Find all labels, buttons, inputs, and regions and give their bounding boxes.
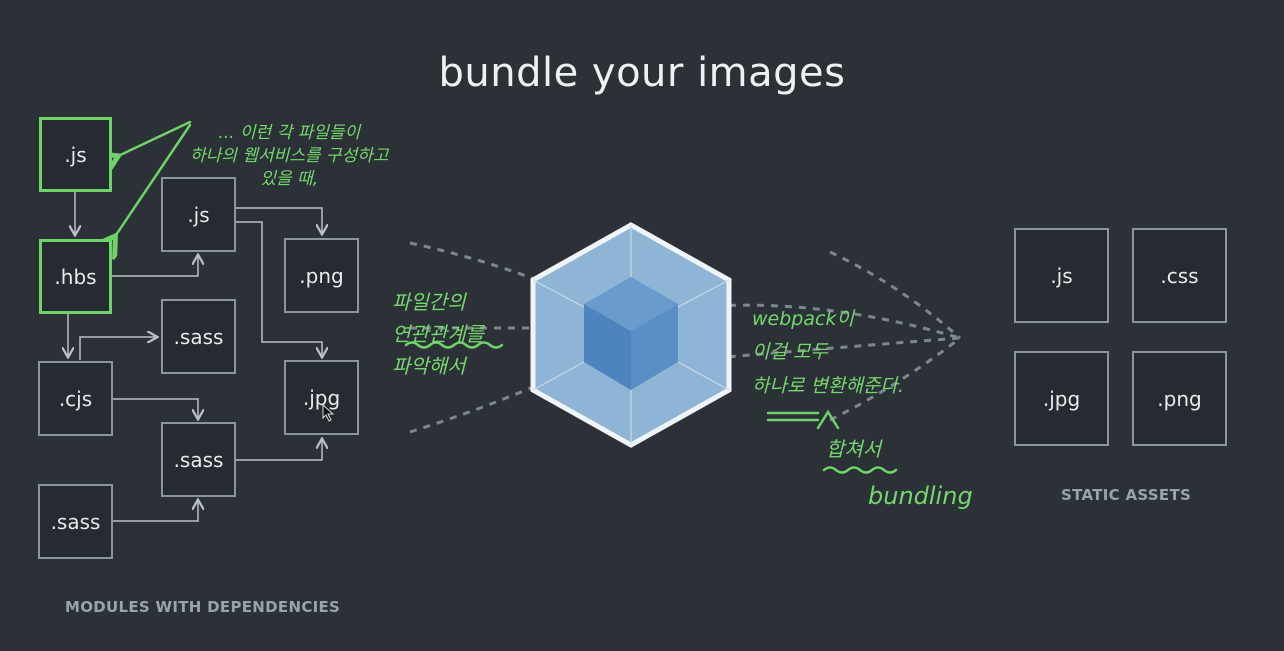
asset-label: .jpg	[1042, 386, 1081, 411]
annotation-right: webpack이 이걸 모두 하나로 변환해준다.	[752, 308, 904, 397]
asset-box-js: .js	[1014, 228, 1109, 323]
asset-box-jpg: .jpg	[1014, 351, 1109, 446]
module-box-jpg: .jpg	[284, 360, 359, 435]
annotation-top: ... 이런 각 파일들이 하나의 웹서비스를 구성하고 있을 때,	[190, 123, 389, 189]
asset-label: .js	[1050, 263, 1073, 288]
module-label: .png	[299, 263, 344, 288]
module-box-cjs: .cjs	[38, 361, 113, 436]
module-label: .sass	[173, 324, 224, 349]
arrow-hbs-js2	[112, 256, 198, 277]
cursor-icon	[322, 404, 335, 422]
arrow-js2-png	[236, 207, 322, 233]
arrow-sass2-jpg	[236, 440, 322, 461]
module-box-hbs: .hbs	[39, 239, 112, 314]
page-title: bundle your images	[438, 50, 846, 96]
annotation-strokes	[114, 120, 898, 474]
arrow-cjs-sass1	[79, 337, 156, 360]
asset-label: .css	[1160, 263, 1199, 288]
module-box-png: .png	[284, 238, 359, 313]
dependency-arrows	[68, 192, 322, 522]
asset-box-png: .png	[1132, 351, 1227, 446]
module-label: .sass	[173, 447, 224, 472]
annotation-bundling: bundling	[868, 482, 973, 510]
module-label: .js	[64, 142, 87, 167]
arrow-js2-jpg	[236, 221, 322, 356]
annotation-left: 파일간의 연관관계를 파악해서	[392, 290, 484, 378]
assets-caption: STATIC ASSETS	[1061, 486, 1192, 504]
module-box-js: .js	[161, 177, 236, 252]
module-label: .sass	[50, 509, 101, 534]
webpack-cube-icon	[530, 222, 732, 448]
funnel-lines	[409, 241, 961, 434]
module-label: .jpg	[302, 385, 341, 410]
module-label: .cjs	[58, 386, 93, 411]
module-box-sass: .sass	[38, 484, 113, 559]
asset-box-css: .css	[1132, 228, 1227, 323]
arrow-cjs-sass2	[112, 398, 198, 418]
module-box-sass: .sass	[161, 299, 236, 374]
arrow-sass3-sass2	[112, 501, 198, 522]
asset-label: .png	[1157, 386, 1202, 411]
module-box-sass: .sass	[161, 422, 236, 497]
modules-caption: MODULES WITH DEPENDENCIES	[65, 598, 341, 616]
module-label: .js	[187, 202, 210, 227]
module-label: .hbs	[54, 264, 97, 289]
annotation-merge: 합쳐서	[826, 437, 882, 461]
module-box-js: .js	[39, 117, 112, 192]
